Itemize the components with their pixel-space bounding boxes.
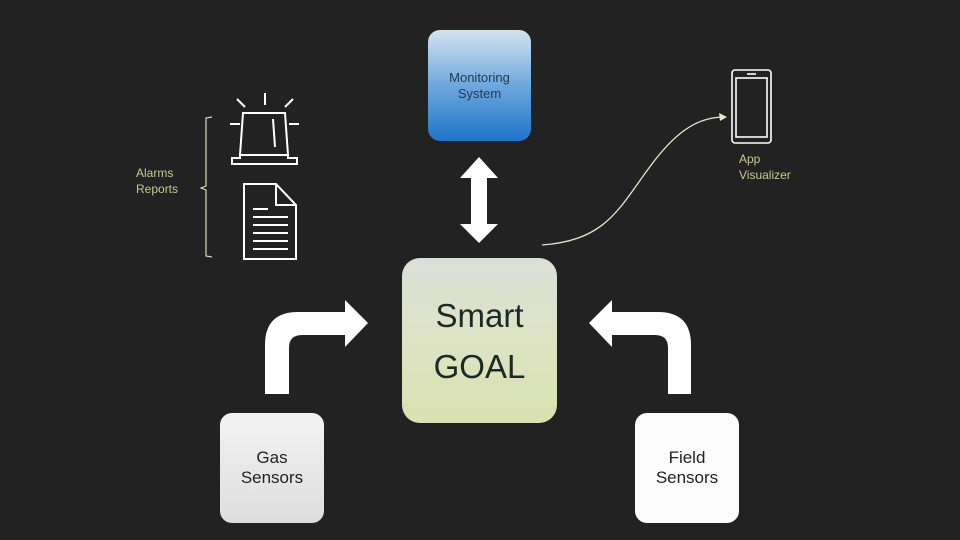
label-line: Visualizer <box>739 168 791 182</box>
label-line: Reports <box>136 182 179 196</box>
node-label: Sensors <box>240 468 304 487</box>
node-label: GOAL <box>433 347 526 385</box>
node-label: System <box>457 85 502 101</box>
node-label: Sensors <box>655 468 719 487</box>
document-icon <box>243 183 297 260</box>
monitoring-system-node[interactable]: Monitoring System <box>428 30 531 141</box>
siren-icon <box>230 93 299 165</box>
app-visualizer-label: App Visualizer <box>739 151 791 183</box>
alarms-reports-label: Alarms Reports <box>136 165 178 197</box>
label-line: Alarms <box>136 166 174 180</box>
label-line: App <box>739 152 761 166</box>
curved-arrow-head-icon <box>719 113 727 121</box>
gas-sensors-node[interactable]: Gas Sensors <box>220 413 324 523</box>
field-sensors-node[interactable]: Field Sensors <box>635 413 739 523</box>
node-label: Smart <box>435 296 524 334</box>
bent-arrow-field-icon <box>589 300 691 394</box>
smartphone-icon <box>731 69 772 144</box>
brace-icon <box>199 116 213 258</box>
smart-goal-node[interactable]: Smart GOAL <box>402 258 557 423</box>
node-label: Gas <box>256 448 288 467</box>
double-arrow-icon <box>460 157 498 243</box>
bent-arrow-gas-icon <box>265 300 368 394</box>
curved-arrow-icon <box>541 116 723 246</box>
node-label: Field <box>668 448 706 467</box>
node-label: Monitoring <box>449 69 510 85</box>
